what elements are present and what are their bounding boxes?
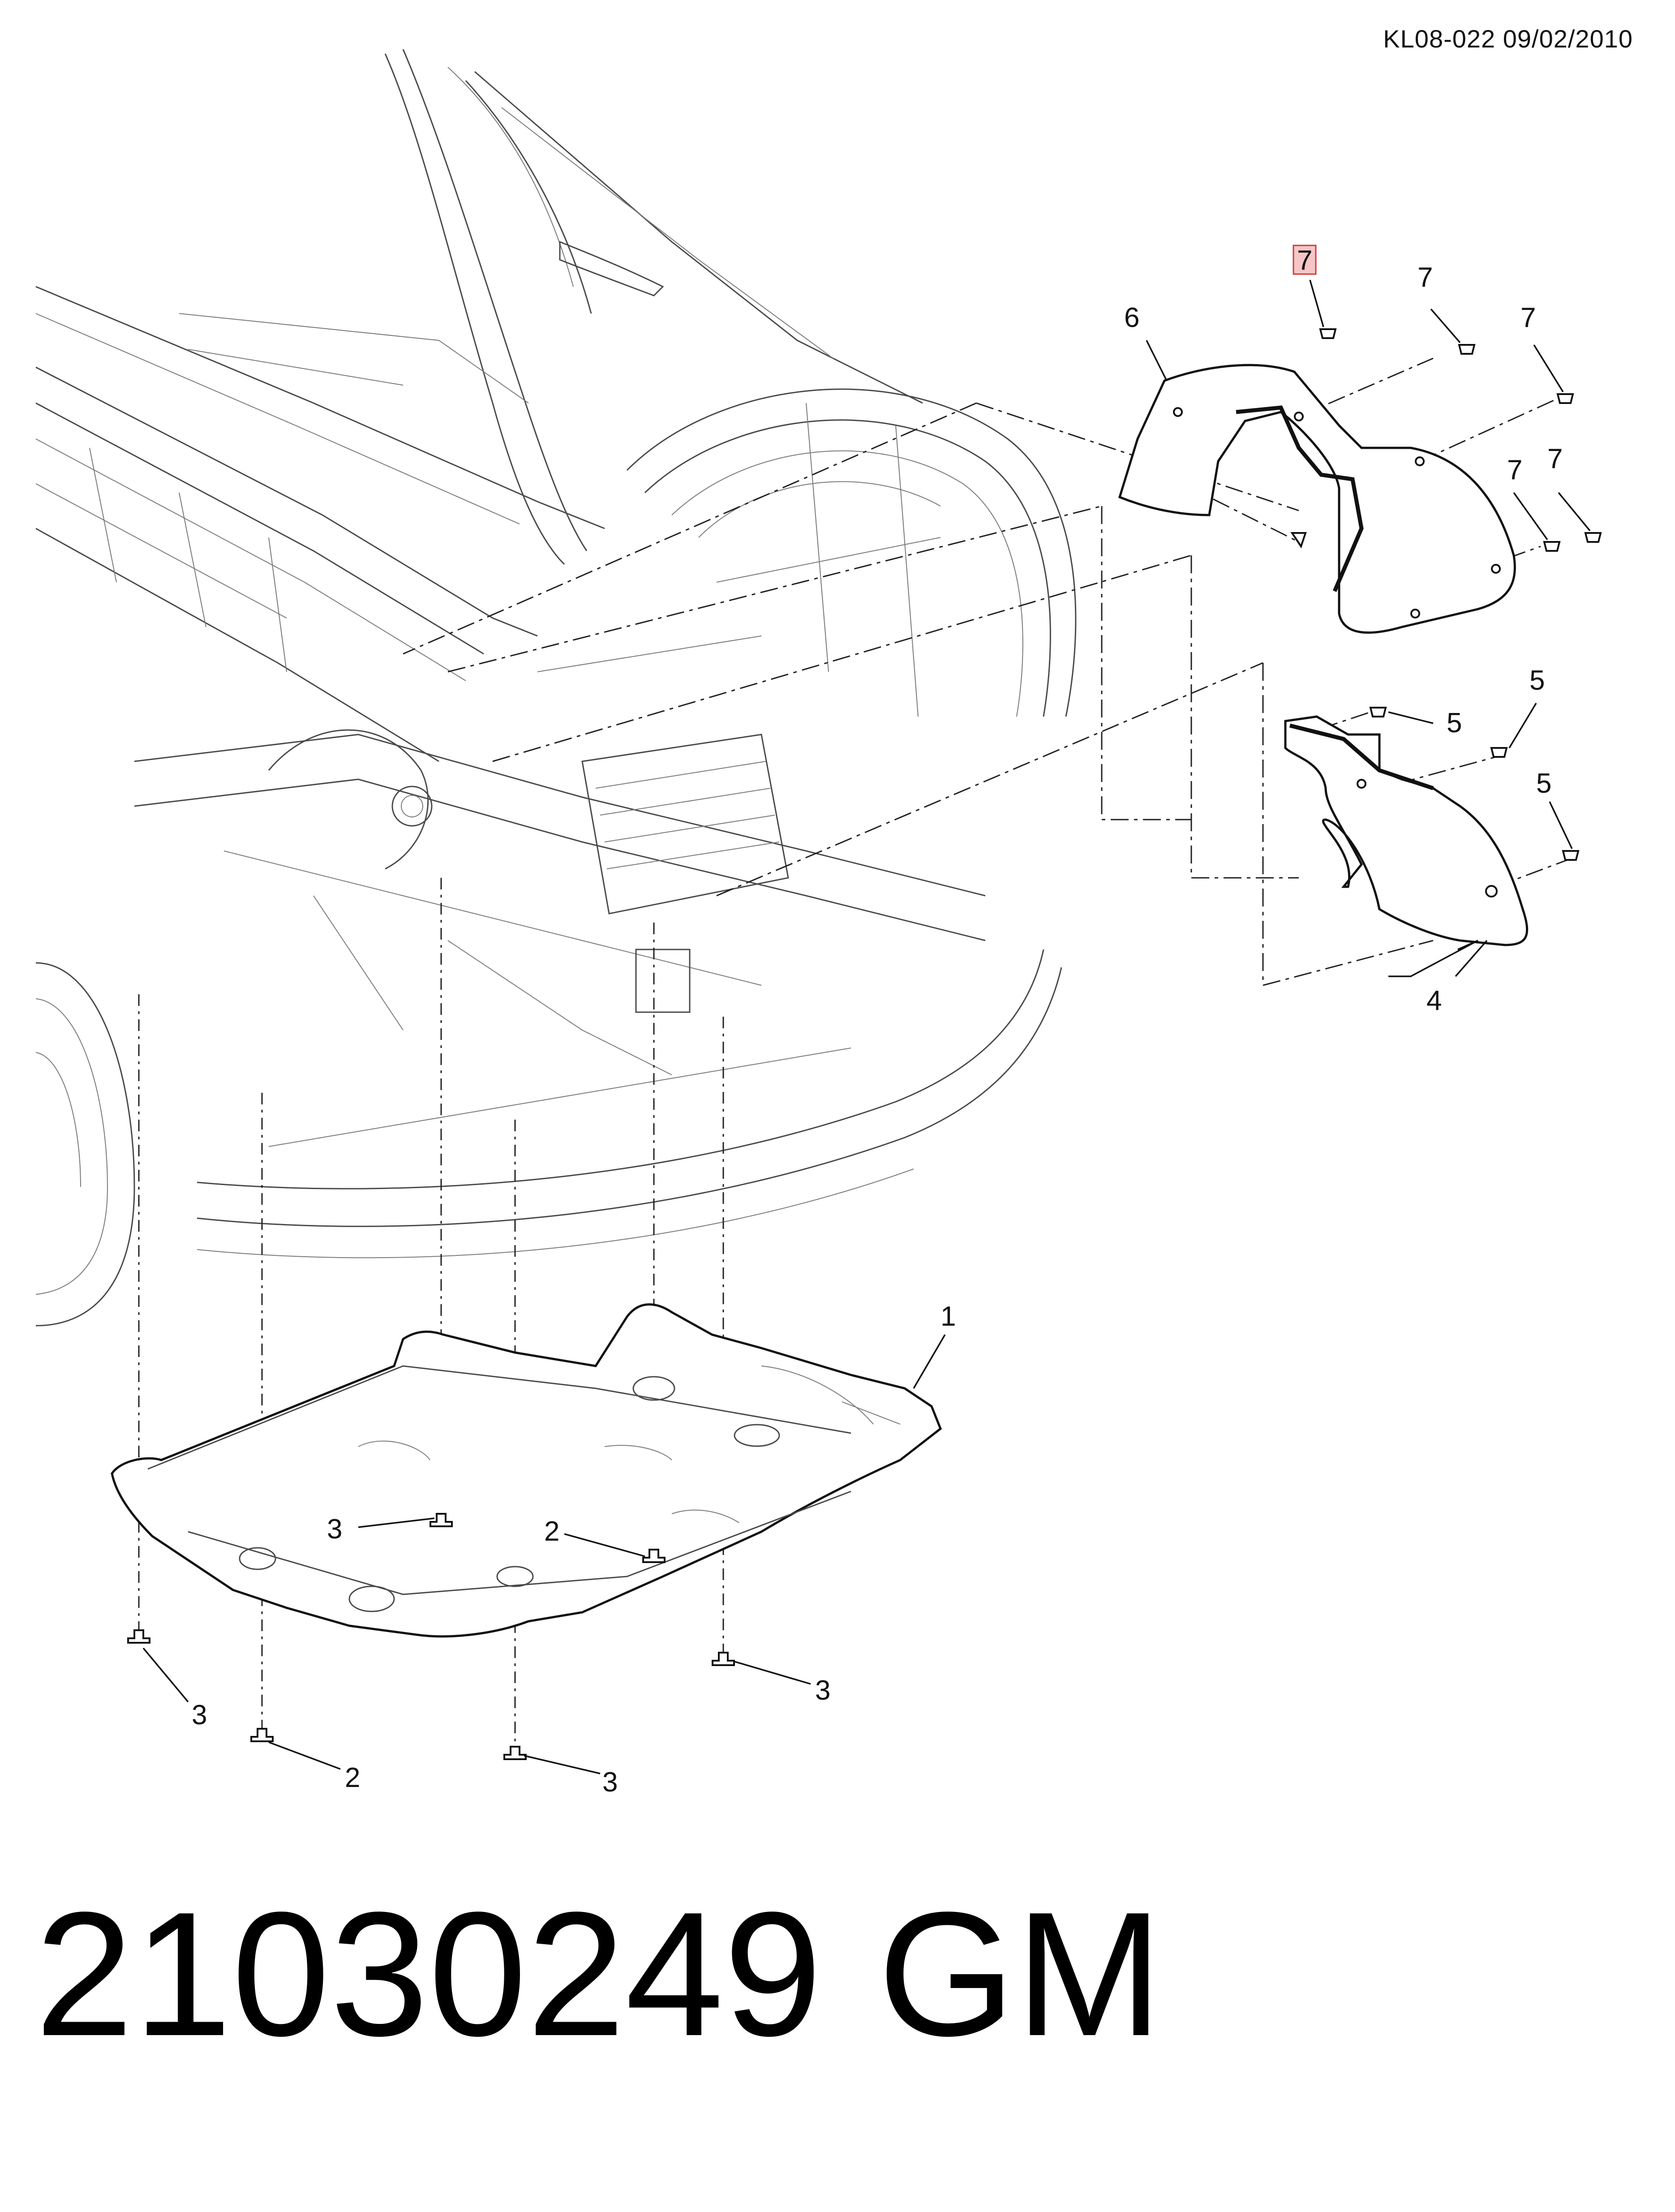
callout-7[interactable]: 7 (1547, 443, 1563, 474)
callout-2[interactable]: 2 (345, 1762, 360, 1793)
callout-5[interactable]: 5 (1447, 708, 1462, 739)
callout-3[interactable]: 3 (327, 1514, 342, 1545)
callout-7[interactable]: 7 (1520, 302, 1536, 333)
callout-3[interactable]: 3 (815, 1675, 830, 1706)
callout-7[interactable]: 7 (1507, 455, 1522, 485)
callout-2[interactable]: 2 (544, 1516, 559, 1547)
callout-7-highlighted[interactable]: 7 (1297, 245, 1312, 276)
callout-3[interactable]: 3 (602, 1767, 618, 1798)
part-1-underbody-shield[interactable] (111, 1303, 942, 1638)
callout-4[interactable]: 4 (1426, 985, 1442, 1016)
callout-7[interactable]: 7 (1417, 262, 1433, 293)
part-6-splash-shield[interactable] (1118, 364, 1516, 634)
callout-6[interactable]: 6 (1124, 302, 1139, 333)
alignment-lines (138, 357, 1568, 1747)
brand-name: GM (878, 1875, 1163, 2073)
leader-lines (142, 279, 1591, 1774)
callout-1[interactable]: 1 (941, 1301, 956, 1332)
callout-highlight-box (1293, 245, 1317, 275)
fasteners (127, 328, 1602, 1760)
part-number: 21030249 (35, 1875, 822, 2073)
vehicle-body-sketch (35, 49, 1077, 1327)
callout-3[interactable]: 3 (192, 1700, 207, 1731)
part-4-lower-shield[interactable] (1284, 715, 1529, 946)
callout-5[interactable]: 5 (1536, 768, 1551, 799)
callout-5[interactable]: 5 (1529, 665, 1545, 696)
document-reference: KL08-022 09/02/2010 (1383, 25, 1633, 53)
callout-labels: 7 7 7 6 7 7 5 5 5 4 1 3 2 3 3 2 3 (192, 245, 1563, 1798)
